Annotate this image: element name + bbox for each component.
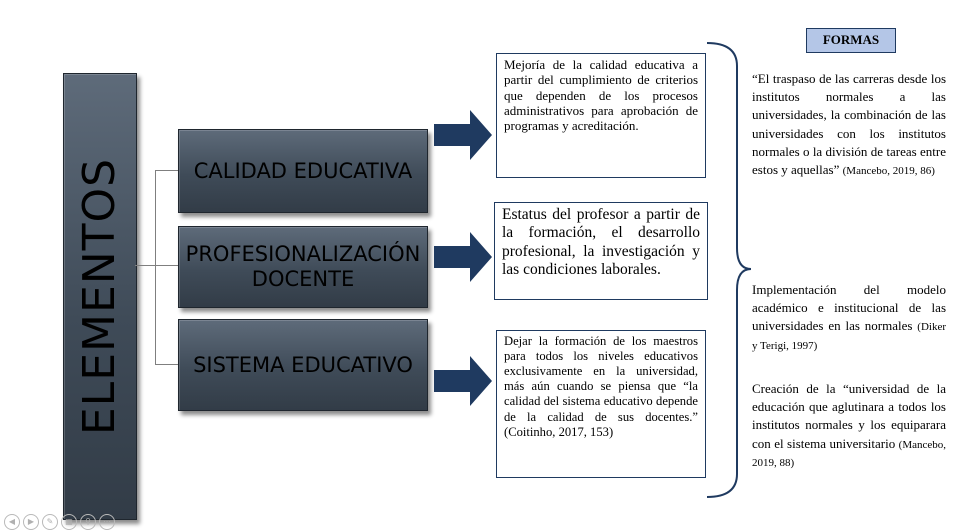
- formas-title: FORMAS: [806, 28, 896, 53]
- description-sistema: Dejar la formación de los maestros para …: [496, 330, 706, 478]
- presentation-toolbar: ◀ ▶ ✎ ▦ ⚲ ⋯: [4, 514, 115, 530]
- forma-citation: (Mancebo, 2019, 88): [752, 438, 946, 469]
- forma-item-3: Creación de la “universidad de la educac…: [752, 380, 946, 471]
- category-calidad-educativa: CALIDAD EDUCATIVA: [178, 129, 428, 213]
- forma-citation: (Diker y Terigi, 1997): [752, 321, 946, 352]
- right-brace: [706, 42, 752, 498]
- category-label: CALIDAD EDUCATIVA: [193, 158, 413, 183]
- connector-branch-3: [155, 364, 178, 365]
- connector-branch-1: [155, 170, 178, 171]
- category-label: SISTEMA EDUCATIVO: [193, 352, 413, 377]
- elementos-label: ELEMENTOS: [74, 157, 126, 436]
- previous-icon[interactable]: ◀: [4, 514, 20, 530]
- category-profesionalizacion-docente: PROFESIONALIZACIÓN DOCENTE: [178, 226, 428, 308]
- forma-text: Creación de la “universidad de la educac…: [752, 381, 946, 451]
- forma-item-2: Implementación del modelo académico e in…: [752, 281, 946, 354]
- next-icon[interactable]: ▶: [23, 514, 39, 530]
- forma-citation: (Mancebo, 2019, 86): [842, 164, 935, 177]
- pen-icon[interactable]: ✎: [42, 514, 58, 530]
- description-calidad: Mejoría de la calidad educativa a partir…: [496, 53, 706, 178]
- zoom-icon[interactable]: ⚲: [80, 514, 96, 530]
- more-icon[interactable]: ⋯: [99, 514, 115, 530]
- slides-grid-icon[interactable]: ▦: [61, 514, 77, 530]
- category-sistema-educativo: SISTEMA EDUCATIVO: [178, 319, 428, 411]
- arrow-right-icon: [434, 232, 492, 282]
- category-label: PROFESIONALIZACIÓN DOCENTE: [185, 242, 421, 291]
- forma-text: Implementación del modelo académico e in…: [752, 282, 946, 334]
- connector-branch-2: [155, 265, 178, 266]
- description-profesionalizacion: Estatus del profesor a partir de la form…: [494, 202, 708, 300]
- arrow-right-icon: [434, 110, 492, 160]
- forma-item-1: “El traspaso de las carreras desde los i…: [752, 70, 946, 179]
- connector-trunk: [135, 265, 155, 266]
- connector-vertical: [155, 170, 156, 364]
- elementos-block: ELEMENTOS: [63, 73, 137, 520]
- forma-text: “El traspaso de las carreras desde los i…: [752, 71, 946, 177]
- arrow-right-icon: [434, 356, 492, 406]
